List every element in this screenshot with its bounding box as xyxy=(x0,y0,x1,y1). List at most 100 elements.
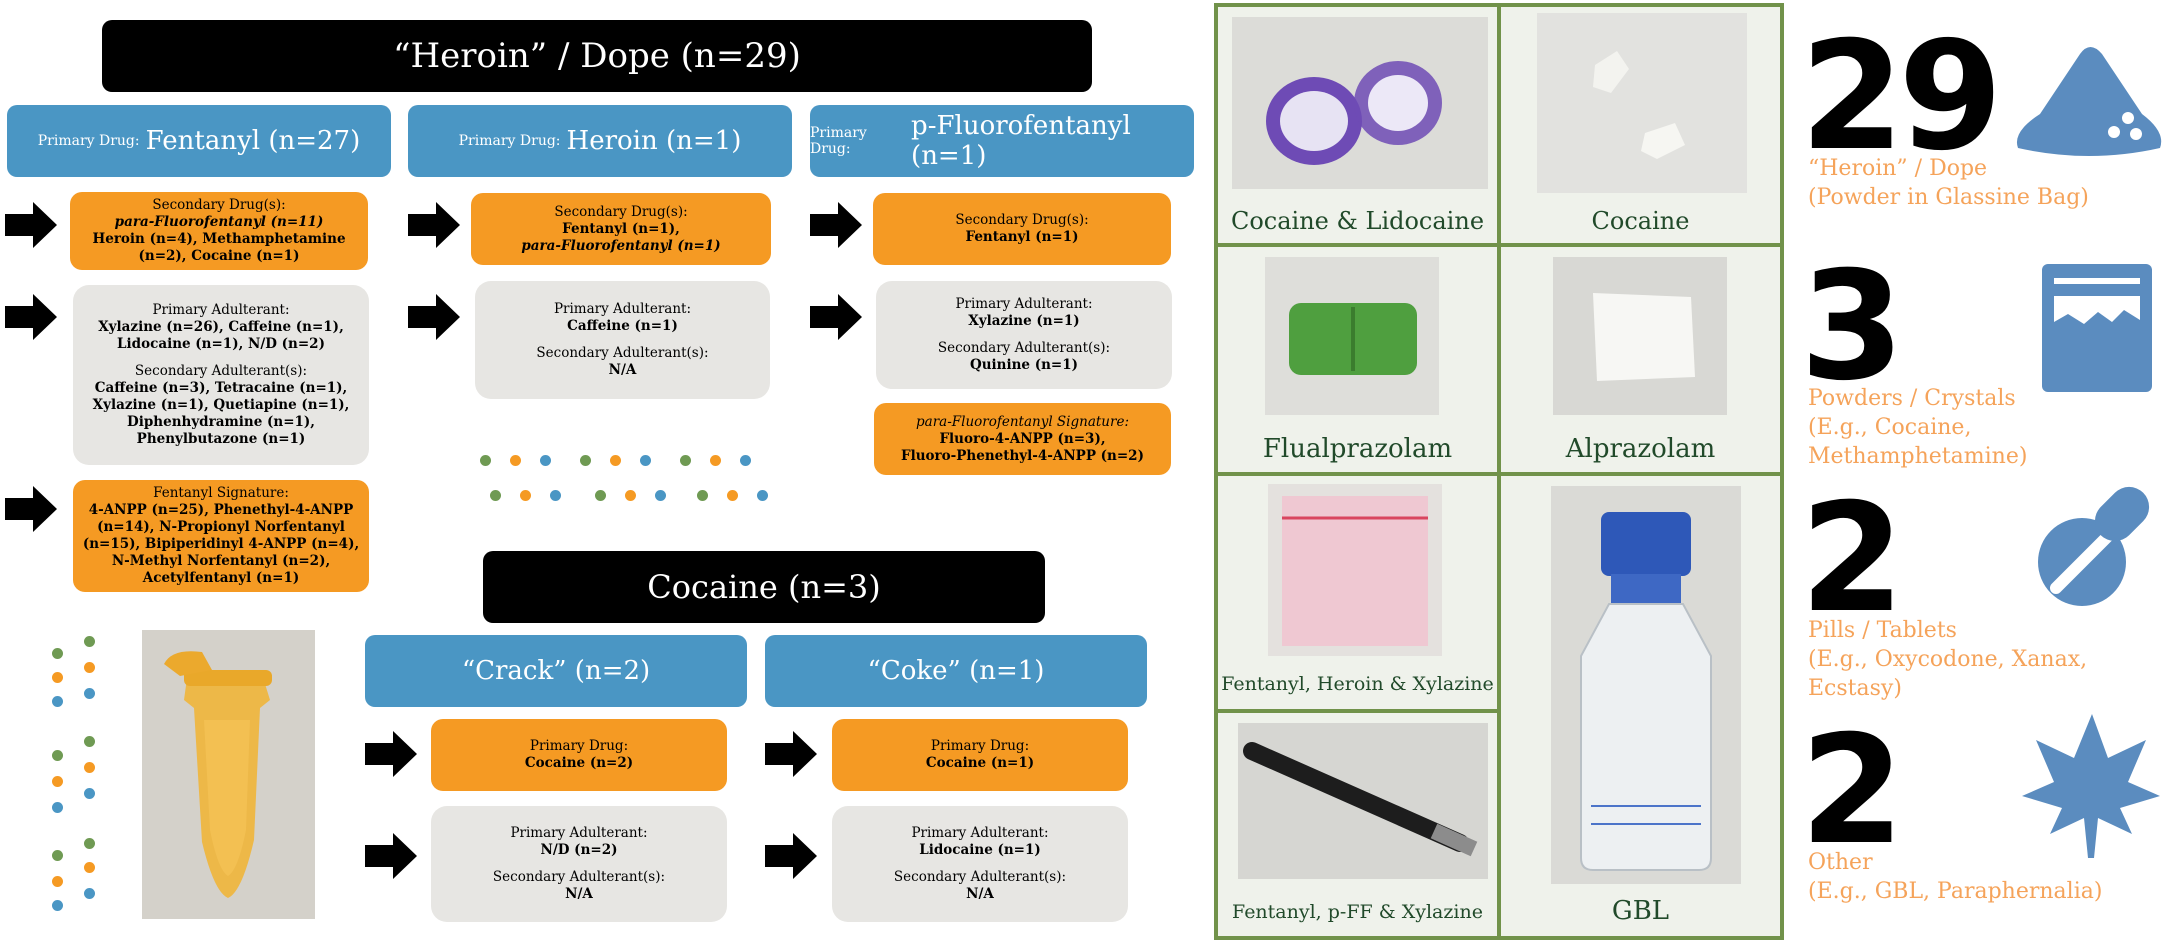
tube-photo xyxy=(142,630,315,919)
gbl-bottle-drawing xyxy=(1580,512,1712,871)
fentanyl-adulterant-line1: Xylazine (n=26), Caffeine (n=1), xyxy=(98,319,344,335)
cocaine-title: Cocaine (n=3) xyxy=(483,551,1045,623)
decorative-dot xyxy=(740,455,751,466)
baggie-icon xyxy=(2042,264,2152,392)
arrow-right-icon xyxy=(810,294,862,340)
coke-adulterant-heading: Primary Adulterant: xyxy=(911,825,1049,841)
decorative-dot xyxy=(52,696,63,707)
arrow-right-icon xyxy=(5,202,57,248)
crack-adulterant-value: N/D (n=2) xyxy=(540,842,618,858)
heroin-secondary-adulterant-heading: Secondary Adulterant(s): xyxy=(536,345,709,361)
photo-cell-cocaine-lidocaine: Cocaine & Lidocaine xyxy=(1214,3,1501,247)
decorative-dot xyxy=(655,490,666,501)
decorative-dot xyxy=(52,802,63,813)
photo-cell-fentanyl-pff-xylazine: Fentanyl, p-FF & Xylazine xyxy=(1214,709,1501,940)
category-other-label: Other xyxy=(1808,850,1873,875)
decorative-dot xyxy=(680,455,691,466)
heroin-secondary-box: Secondary Drug(s): Fentanyl (n=1), para-… xyxy=(471,193,771,265)
crack-header-text: “Crack” (n=2) xyxy=(461,656,651,686)
heroin-secondary-heading: Secondary Drug(s): xyxy=(554,203,688,220)
fentanyl-secondary-line1: para-Fluorofentanyl (n=11) xyxy=(114,214,324,230)
pff-secondary-heading: Secondary Drug(s): xyxy=(955,212,1089,228)
label-cocaine-lidocaine: Cocaine & Lidocaine xyxy=(1230,207,1485,235)
decorative-dot xyxy=(52,900,63,911)
decorative-dot xyxy=(84,838,95,849)
photo-cell-gbl: GBL xyxy=(1497,472,1784,940)
fentanyl-secondary-box: Secondary Drug(s): para-Fluorofentanyl (… xyxy=(70,192,368,270)
decorative-dot xyxy=(52,750,63,761)
pff-adulterant-line2: Quinine (n=1) xyxy=(969,357,1079,373)
arrow-right-icon xyxy=(765,731,817,777)
decorative-dot xyxy=(84,888,95,899)
pen-drawing xyxy=(1243,742,1478,857)
fentanyl-secondary-heading: Secondary Drug(s): xyxy=(152,197,286,213)
green-tablet-drawing xyxy=(1289,303,1417,375)
decorative-dot xyxy=(52,776,63,787)
fentanyl-secondary-adulterant-heading: Secondary Adulterant(s): xyxy=(134,363,308,379)
coke-secondary-value: N/A xyxy=(966,886,994,902)
pff-header-big: p-Fluorofentanyl (n=1) xyxy=(911,111,1131,171)
category-powders-label: Powders / Crystals xyxy=(1808,386,2016,411)
cocaine-title-text: Cocaine (n=3) xyxy=(647,568,881,606)
photo-white-tablet xyxy=(1553,257,1727,415)
count-heroin: 29 xyxy=(1800,10,2003,184)
photo-pen xyxy=(1238,723,1488,879)
white-tablet-drawing xyxy=(1593,293,1695,381)
category-heroin-title: “Heroin” / Dope (Powder in Glassine Bag) xyxy=(1808,154,2089,212)
decorative-dot xyxy=(490,490,501,501)
purple-caps-drawing xyxy=(1266,61,1442,165)
fentanyl-header-big: Fentanyl (n=27) xyxy=(145,126,361,156)
arrow-right-icon xyxy=(408,202,460,248)
cocaine-rocks-drawing xyxy=(1593,51,1685,159)
heroin-header-big: Heroin (n=1) xyxy=(566,126,742,156)
decorative-dot xyxy=(52,648,63,659)
fentanyl-adulterant-box: Primary Adulterant: Xylazine (n=26), Caf… xyxy=(73,285,369,465)
arrow-right-icon xyxy=(5,486,57,532)
crack-adulterant-heading: Primary Adulterant: xyxy=(510,825,648,841)
category-pills-label: Pills / Tablets xyxy=(1808,618,1957,643)
heroin-title-text: “Heroin” / Dope (n=29) xyxy=(393,36,801,76)
fentanyl-signature-line5: Acetylfentanyl (n=1) xyxy=(142,570,300,586)
pff-adulterant-box: Primary Adulterant: Xylazine (n=1) Secon… xyxy=(876,281,1172,389)
label-alprazolam: Alprazolam xyxy=(1565,434,1716,464)
photo-green-tablet xyxy=(1265,257,1439,415)
heroin-secondary-line1: Fentanyl (n=1), xyxy=(562,220,680,237)
decorative-dot xyxy=(520,490,531,501)
coke-adulterant-box: Primary Adulterant: Lidocaine (n=1) Seco… xyxy=(832,806,1128,922)
crack-secondary-value: N/A xyxy=(565,886,593,902)
heroin-header: Primary Drug: Heroin (n=1) xyxy=(408,105,792,177)
heroin-primary-adulterant-heading: Primary Adulterant: xyxy=(553,301,692,317)
coke-header: “Coke” (n=1) xyxy=(765,635,1147,707)
photo-pink-baggie xyxy=(1268,484,1442,656)
photo-cell-flualprazolam: Flualprazolam xyxy=(1214,243,1501,476)
fentanyl-adulterant-line6: Phenylbutazone (n=1) xyxy=(136,431,306,447)
fentanyl-adulterant-line5: Diphenhydramine (n=1), xyxy=(127,414,315,430)
decorative-dot xyxy=(52,876,63,887)
pills-icon xyxy=(2038,486,2150,606)
decorative-dot xyxy=(625,490,636,501)
decorative-dot xyxy=(52,672,63,683)
arrow-right-icon xyxy=(365,833,417,879)
pink-baggie-drawing xyxy=(1282,496,1428,646)
photo-cocaine-rocks xyxy=(1537,13,1747,193)
category-other-subtitle: (E.g., GBL, Paraphernalia) xyxy=(1808,879,2103,904)
crack-primary-box: Primary Drug: Cocaine (n=2) xyxy=(431,719,727,791)
decorative-dot xyxy=(480,455,491,466)
fentanyl-signature-line4: N-Methyl Norfentanyl (n=2), xyxy=(111,553,331,569)
decorative-dot xyxy=(640,455,651,466)
pff-signature-line1: Fluoro-4-ANPP (n=3), xyxy=(939,430,1106,447)
category-heroin-subtitle: (Powder in Glassine Bag) xyxy=(1808,185,2089,210)
pff-secondary-adulterant-heading: Secondary Adulterant(s): xyxy=(937,340,1111,356)
decorative-dot xyxy=(84,636,95,647)
count-other: 2 xyxy=(1800,704,1905,878)
label-cocaine: Cocaine xyxy=(1591,207,1690,235)
heroin-title: “Heroin” / Dope (n=29) xyxy=(102,20,1092,92)
decorative-dot xyxy=(540,455,551,466)
category-pills-subtitle: (E.g., Oxycodone, Xanax, Ecstasy) xyxy=(1808,647,2088,701)
heroin-header-small: Primary Drug: xyxy=(458,133,561,149)
decorative-dot xyxy=(510,455,521,466)
arrow-right-icon xyxy=(5,294,57,340)
decorative-dot xyxy=(610,455,621,466)
label-fentanyl-pff-xylazine: Fentanyl, p-FF & Xylazine xyxy=(1232,901,1483,923)
arrow-right-icon xyxy=(765,833,817,879)
